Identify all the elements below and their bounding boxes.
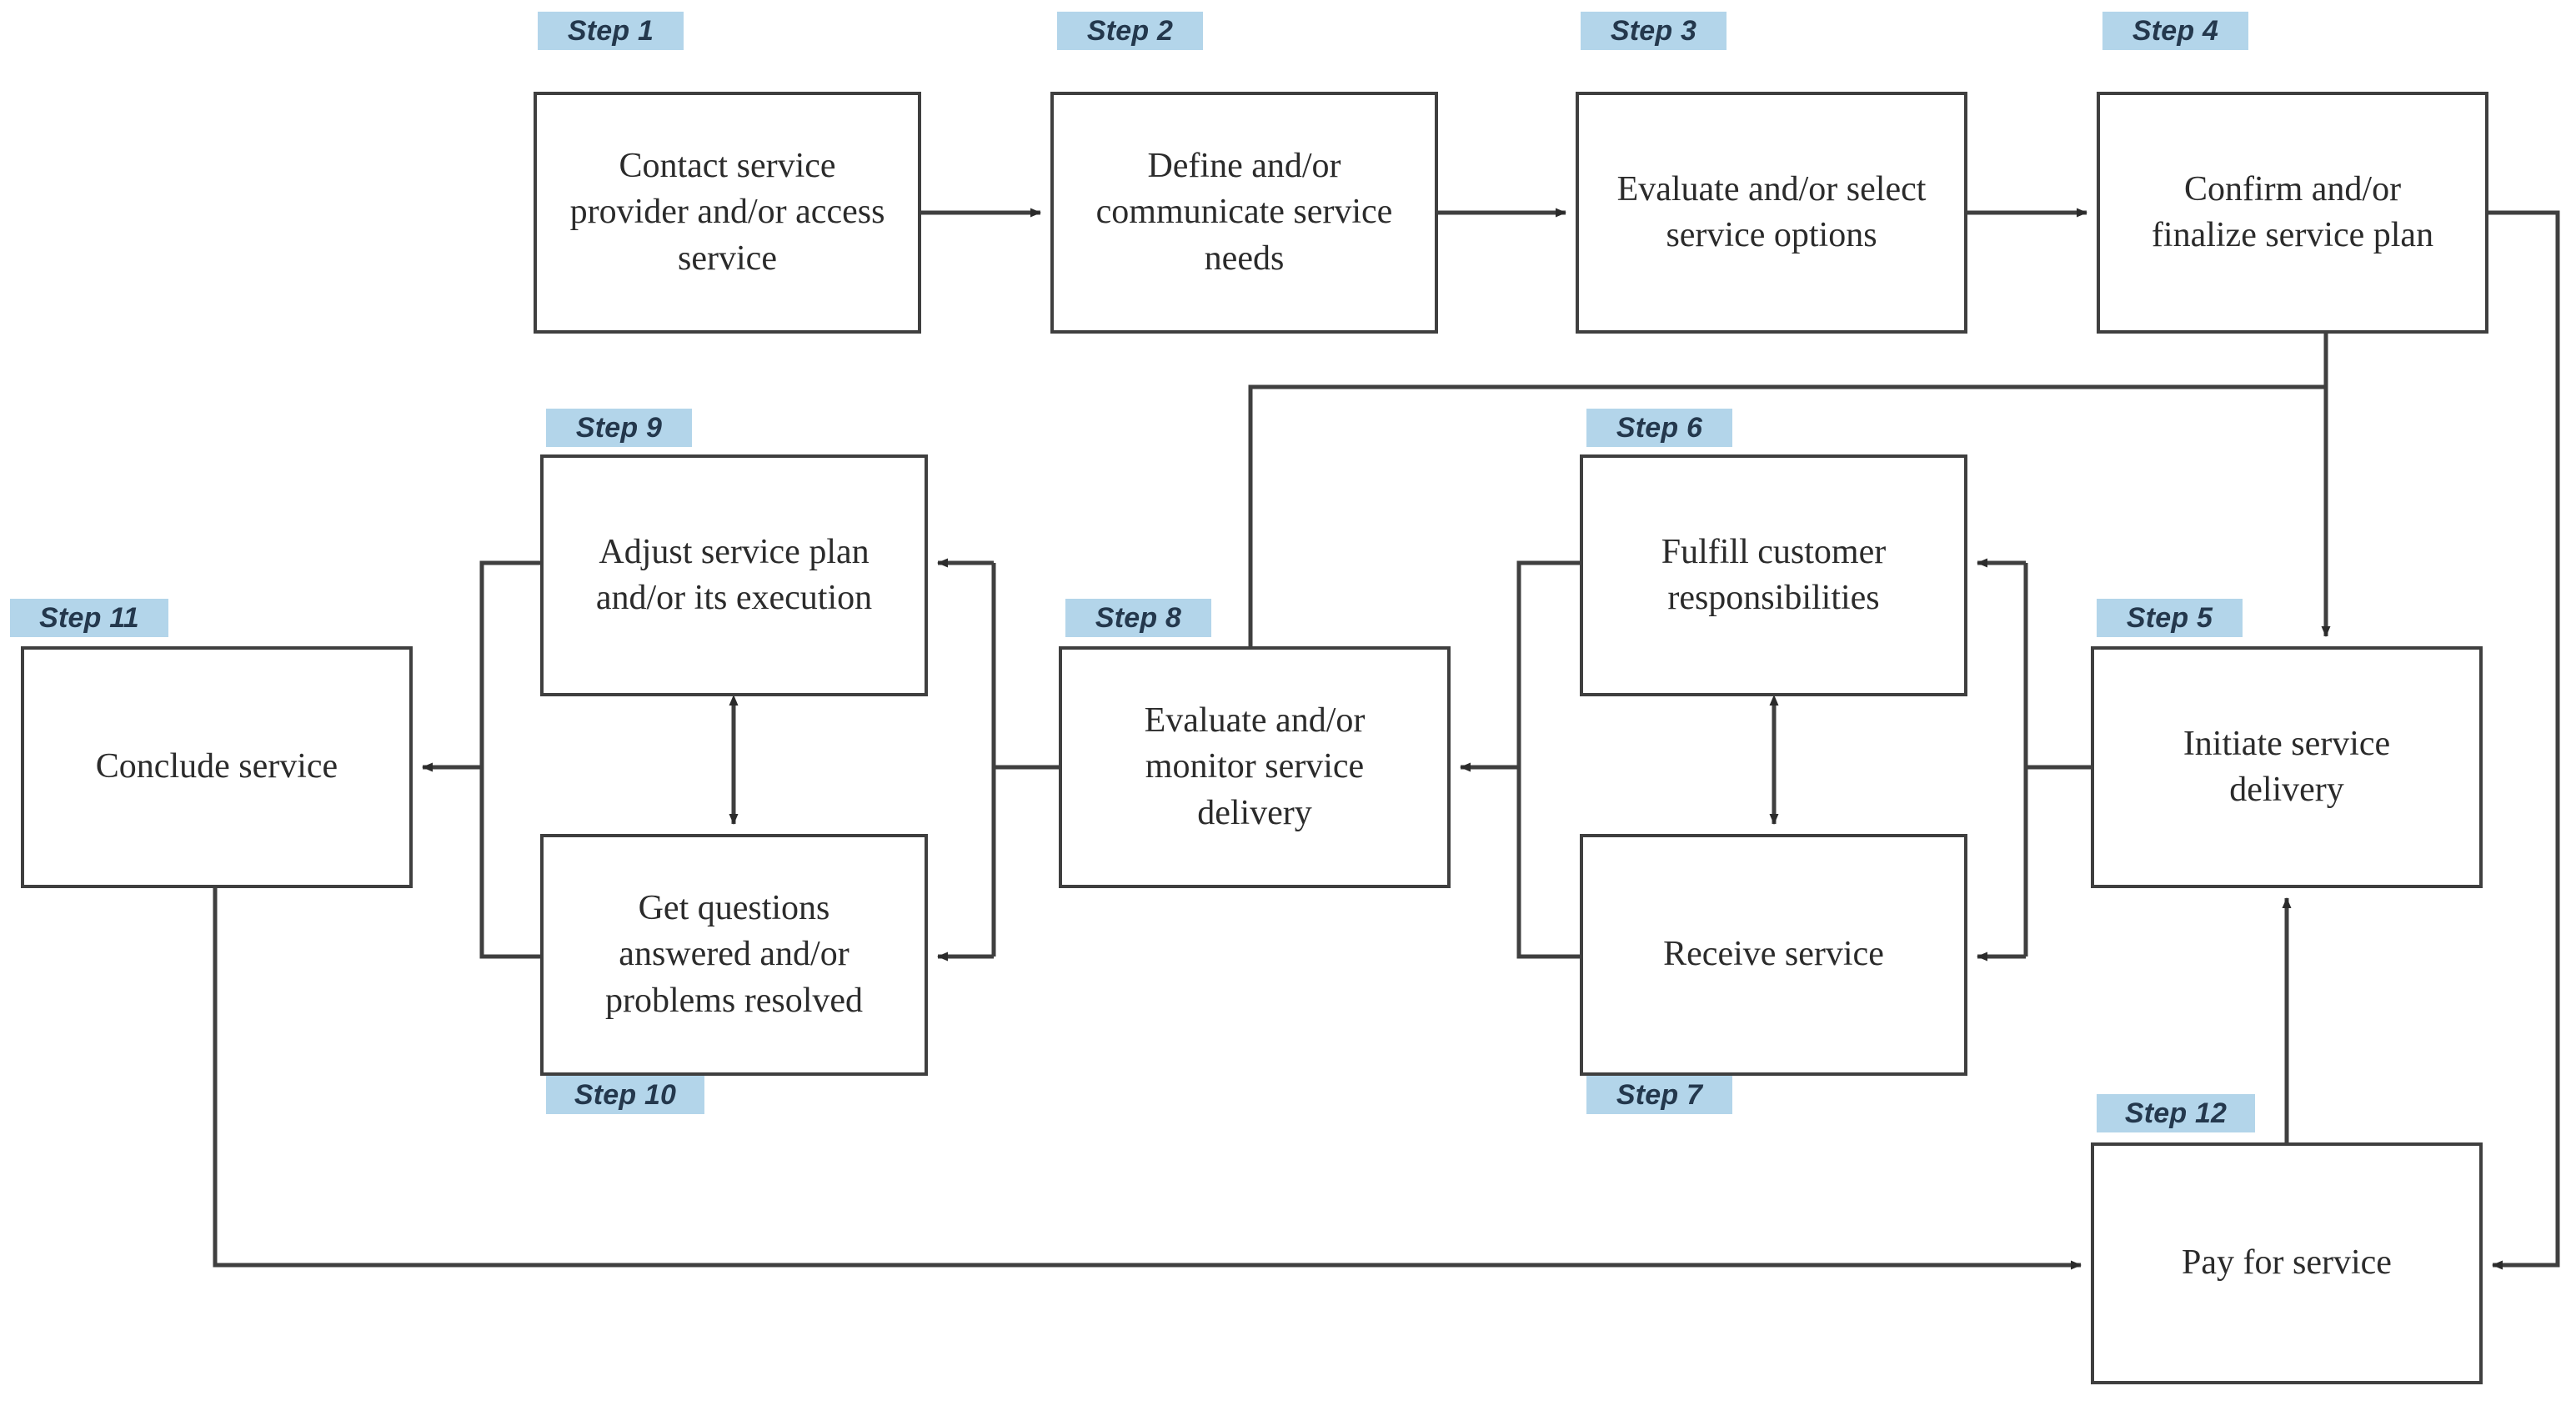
step-tag-step1: Step 1	[538, 12, 684, 50]
node-step9[interactable]: Adjust service plan and/or its execution	[540, 454, 928, 696]
edge-step4-step12	[2488, 210, 2560, 1270]
node-step5[interactable]: Initiate service delivery	[2091, 646, 2483, 888]
step-tag-step6: Step 6	[1586, 409, 1732, 447]
node-step7-label: Receive service	[1663, 935, 1884, 974]
step-tag-step11: Step 11	[10, 599, 168, 637]
node-step10-label: Get questions answered and/or problems r…	[604, 888, 864, 1020]
node-step6-label: Fulfill customer responsibilities	[1661, 532, 1887, 617]
node-step6[interactable]: Fulfill customer responsibilities	[1580, 454, 1967, 696]
step-tag-step12: Step 12	[2097, 1094, 2255, 1132]
node-step5-label: Initiate service delivery	[2183, 724, 2391, 809]
node-step8-label: Evaluate and/or monitor service delivery	[1144, 700, 1366, 832]
edge-step67-merge-upper	[1516, 560, 1580, 767]
node-step3[interactable]: Evaluate and/or select service options	[1576, 92, 1967, 334]
edge-step910-merge-upper	[479, 560, 540, 767]
edge-step67-merge-lower	[1516, 767, 1580, 959]
node-step3-label: Evaluate and/or select service options	[1616, 169, 1927, 254]
node-step2-label: Define and/or communicate service needs	[1095, 146, 1393, 278]
edge-step8-split	[991, 563, 1059, 770]
node-step4-label: Confirm and/or finalize service plan	[2151, 169, 2434, 254]
edge-step910-merge-lower	[479, 767, 540, 959]
node-step11-label: Conclude service	[95, 747, 338, 786]
node-step1[interactable]: Contact service provider and/or access s…	[534, 92, 921, 334]
node-step4[interactable]: Confirm and/or finalize service plan	[2097, 92, 2488, 334]
step-tag-step7: Step 7	[1586, 1076, 1732, 1114]
step-tag-step8: Step 8	[1065, 599, 1211, 637]
step-tag-step9: Step 9	[546, 409, 692, 447]
step-tag-step2: Step 2	[1057, 12, 1203, 50]
step-tag-step3: Step 3	[1581, 12, 1727, 50]
node-step1-label: Contact service provider and/or access s…	[569, 146, 885, 278]
node-step7[interactable]: Receive service	[1580, 834, 1967, 1076]
step-tag-step5: Step 5	[2097, 599, 2243, 637]
step-tag-step10: Step 10	[546, 1076, 704, 1114]
node-step10[interactable]: Get questions answered and/or problems r…	[540, 834, 928, 1076]
node-step11[interactable]: Conclude service	[21, 646, 413, 888]
node-step2[interactable]: Define and/or communicate service needs	[1050, 92, 1438, 334]
node-step9-label: Adjust service plan and/or its execution	[595, 532, 873, 617]
node-step8[interactable]: Evaluate and/or monitor service delivery	[1059, 646, 1451, 888]
node-step12[interactable]: Pay for service	[2091, 1142, 2483, 1384]
node-step12-label: Pay for service	[2182, 1243, 2392, 1283]
step-tag-step4: Step 4	[2102, 12, 2248, 50]
edge-step5-split	[2023, 563, 2091, 770]
